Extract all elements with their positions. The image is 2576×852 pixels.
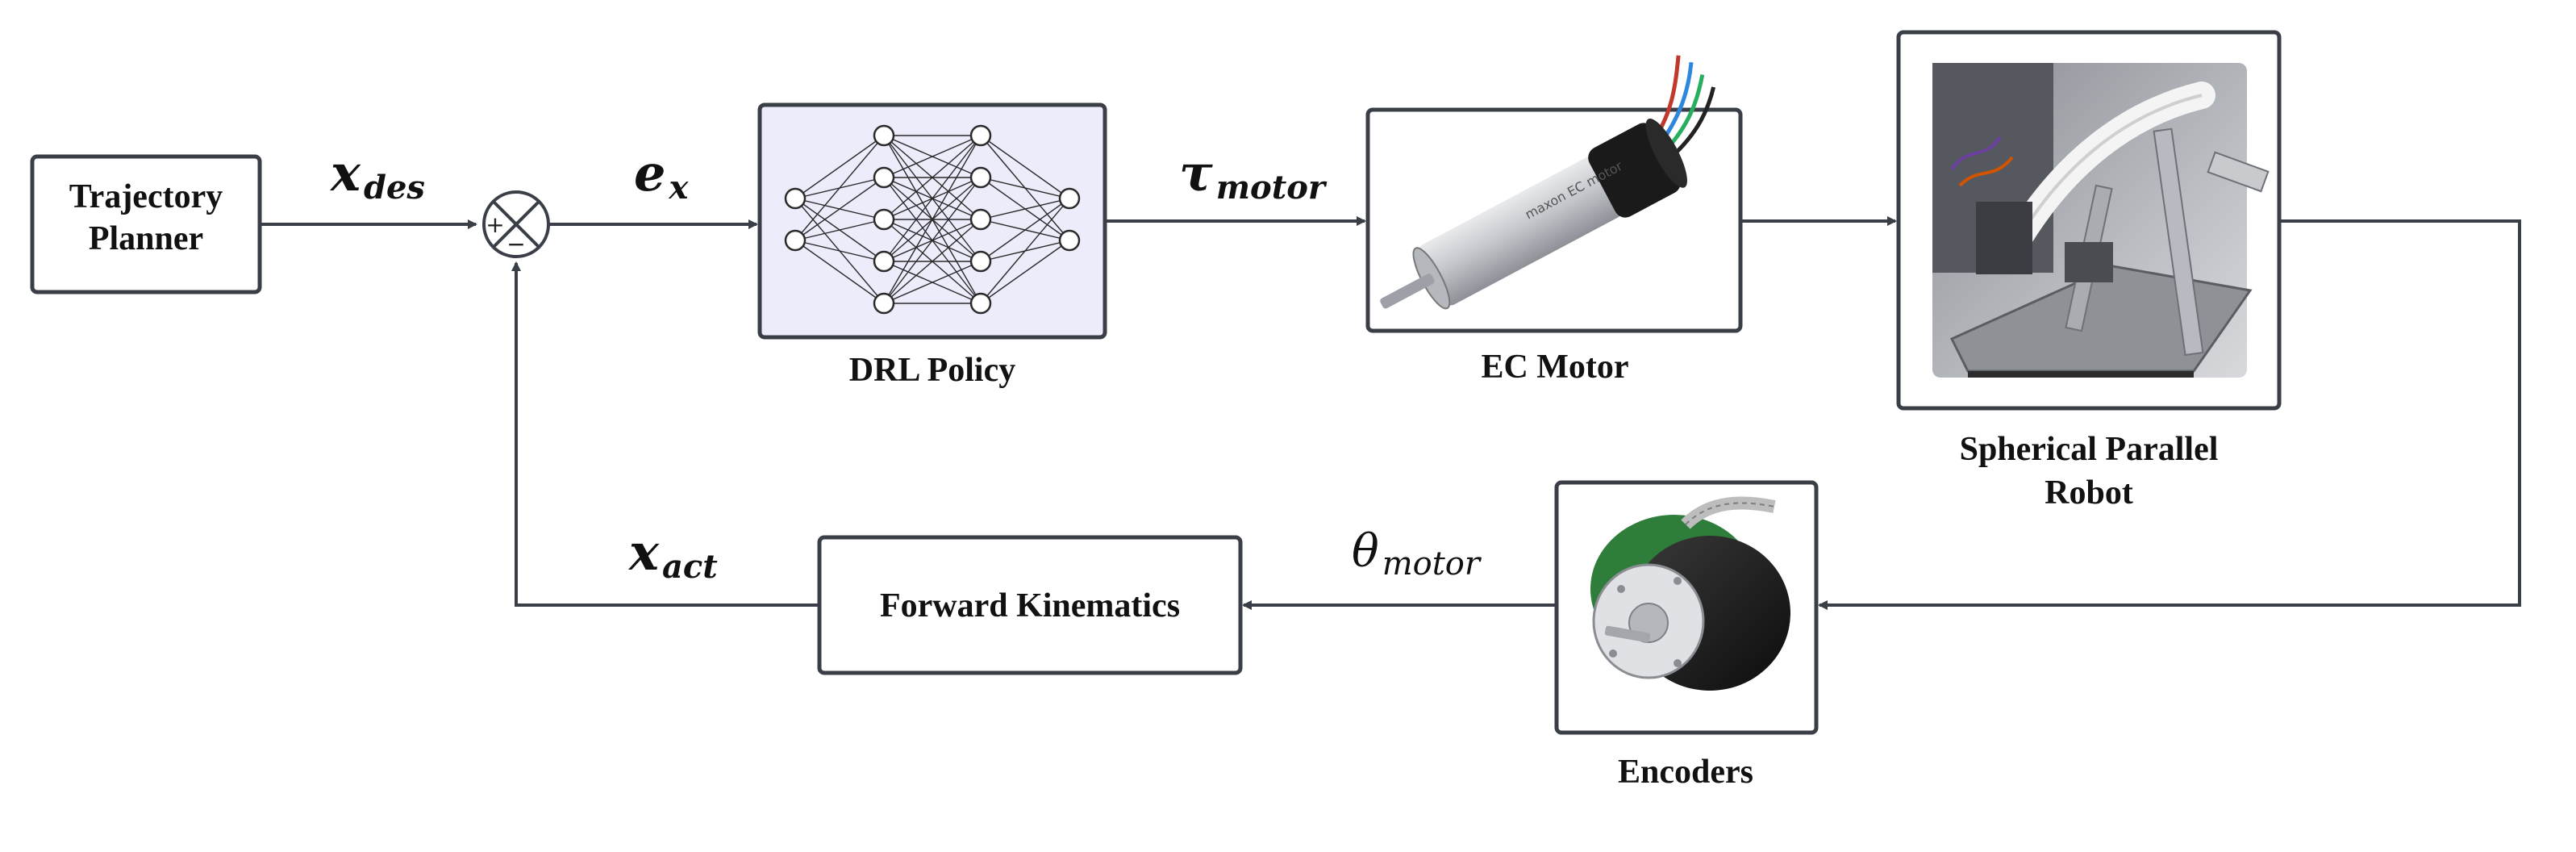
nn-edge: [794, 240, 885, 304]
nn-edge: [980, 198, 1070, 304]
spherical-parallel-robot-block: [1896, 30, 2282, 411]
forward-kinematics-label: Forward Kinematics: [880, 587, 1180, 624]
nn-edge: [980, 177, 1070, 199]
nn-edge: [883, 135, 982, 220]
nn-edge: [980, 198, 1070, 262]
nn-node: [1058, 229, 1081, 252]
encoder-photo: [1590, 496, 1790, 691]
nn-edge: [883, 261, 982, 304]
nn-node: [873, 124, 895, 147]
nn-node: [969, 250, 992, 273]
trajectory-planner-label-line2: Planner: [89, 220, 203, 257]
sum-plus-sign: +: [486, 211, 504, 238]
nn-node: [873, 166, 895, 189]
forward-kinematics-block: Forward Kinematics: [817, 535, 1243, 675]
nn-node: [784, 187, 807, 210]
nn-node: [969, 208, 992, 231]
robot-caption-line2: Robot: [2045, 474, 2133, 512]
drl-policy-caption: DRL Policy: [849, 352, 1016, 389]
nn-edge: [794, 177, 885, 241]
nn-edge: [794, 219, 885, 241]
nn-edge: [883, 135, 982, 262]
nn-edge: [794, 240, 885, 262]
trajectory-planner-label-line1: Trajectory: [69, 178, 223, 215]
nn-edge: [980, 240, 1070, 304]
nn-node: [969, 124, 992, 147]
connections: [260, 216, 2521, 610]
encoders-caption: Encoders: [1618, 754, 1753, 791]
nn-edge: [794, 135, 885, 199]
trajectory-planner-block: Trajectory Planner: [30, 154, 262, 294]
summing-junction-icon: + −: [482, 190, 550, 258]
nn-edge: [883, 135, 982, 304]
encoders-block: [1554, 480, 1819, 735]
nn-node: [969, 166, 992, 189]
nn-node: [784, 229, 807, 252]
nn-edge: [794, 135, 885, 241]
nn-edge: [980, 198, 1070, 220]
nn-node: [873, 250, 895, 273]
ec-motor-caption: EC Motor: [1481, 349, 1628, 386]
line-robot-to-encoders: [1818, 219, 2521, 610]
nn-edge: [883, 177, 982, 304]
neural-network-icon: [784, 124, 1081, 315]
line-fk-to-sum: [511, 261, 819, 607]
drl-policy-block: [757, 102, 1107, 340]
spherical-parallel-robot-photo: [1932, 63, 2270, 378]
nn-node: [969, 292, 992, 315]
nn-node: [873, 208, 895, 231]
ec-motor-block: maxon EC motor: [1365, 55, 1743, 333]
sum-minus-sign: −: [506, 231, 525, 257]
nn-edge: [883, 219, 982, 304]
robot-caption-line1: Spherical Parallel: [1960, 431, 2219, 468]
nn-node: [1058, 187, 1081, 210]
nn-edge: [883, 135, 982, 178]
nn-node: [873, 292, 895, 315]
nn-edge: [980, 135, 1070, 199]
